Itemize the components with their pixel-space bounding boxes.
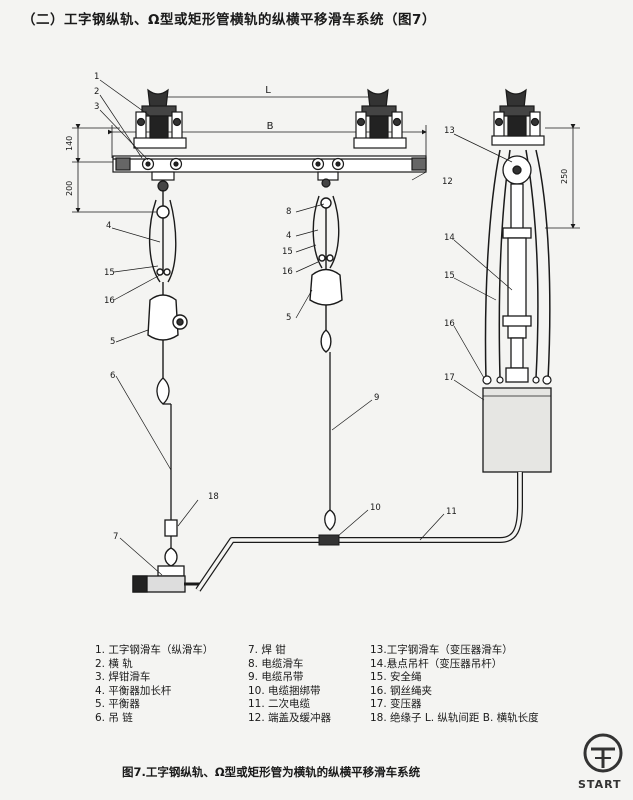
longitudinal-trolley-right	[353, 88, 407, 149]
callout-3: 3	[94, 102, 99, 112]
callout-17: 17	[444, 373, 455, 383]
dimension-200-label: 200	[65, 181, 74, 196]
legend-item: 15. 安全绳	[370, 671, 422, 684]
transformer	[482, 387, 552, 473]
legend-item: 16. 钢丝绳夹	[370, 684, 433, 697]
legend-column-1: 1. 工字钢滑车（纵滑车） 2. 横 轨 3. 焊钳滑车 4. 平衡器加长杆 5…	[95, 644, 213, 726]
secondary-cable	[195, 472, 523, 592]
transformer-trolley	[491, 88, 545, 146]
legend-item: 12. 端盖及缓冲器	[248, 711, 332, 724]
dimension-250-label: 250	[560, 169, 569, 184]
dimension-b-label: B	[267, 121, 274, 132]
cable-trolley	[311, 157, 345, 188]
dimension-200	[72, 158, 160, 213]
callout-15: 15	[104, 268, 115, 278]
callout-16b: 16	[282, 267, 293, 277]
welding-tongs	[132, 565, 200, 593]
legend-item: 11. 二次电缆	[248, 698, 311, 711]
start-logo-text: START	[578, 778, 622, 791]
balancer-middle	[309, 268, 343, 353]
legend-item: 10. 电缆捆绑带	[248, 684, 321, 697]
start-logo-icon	[583, 733, 623, 773]
legend-item: 3. 焊钳滑车	[95, 671, 151, 684]
callout-5b: 5	[286, 313, 291, 323]
figure-caption: 图7.工字钢纵轨、Ω型或矩形管为横轨的纵横平移滑车系统	[122, 765, 421, 779]
balancer-left	[147, 282, 188, 378]
legend-item: 14.悬点吊杆（变压器吊杆）	[370, 657, 503, 670]
callout-7: 7	[113, 532, 118, 542]
callout-18: 18	[208, 492, 219, 502]
callout-5: 5	[110, 337, 115, 347]
leader-lines	[99, 79, 513, 576]
legend-item: 5. 平衡器	[95, 698, 140, 711]
balancer-extension-rod	[148, 190, 177, 283]
legend-item: 8. 电缆滑车	[248, 657, 304, 670]
legend-item: 13.工字钢滑车（变压器滑车）	[370, 644, 513, 656]
cable-sling	[324, 352, 336, 531]
callout-10: 10	[370, 503, 381, 513]
callout-16c: 16	[444, 319, 455, 329]
legend-item: 9. 电缆吊带	[248, 671, 304, 684]
callout-4b: 4	[286, 231, 291, 241]
callout-9: 9	[374, 393, 379, 403]
legend-column-2: 7. 焊 钳 8. 电缆滑车 9. 电缆吊带 10. 电缆捆绑带 11. 二次电…	[248, 644, 331, 726]
callout-11: 11	[446, 507, 457, 517]
chain-left	[156, 377, 172, 520]
callout-13: 13	[444, 126, 455, 136]
callout-4: 4	[106, 221, 111, 231]
callout-16: 16	[104, 296, 115, 306]
callout-8: 8	[286, 207, 291, 217]
insulator-18	[164, 519, 178, 567]
legend-item: 1. 工字钢滑车（纵滑车）	[95, 644, 214, 656]
dimension-140-label: 140	[65, 136, 74, 151]
dimension-l-label: L	[265, 85, 271, 96]
legend-item: 7. 焊 钳	[248, 644, 286, 656]
welding-tong-trolley	[141, 157, 183, 192]
callout-14: 14	[444, 233, 455, 243]
callout-15c: 15	[444, 271, 455, 281]
callout-12: 12	[442, 177, 453, 187]
legend-item: 4. 平衡器加长杆	[95, 684, 172, 697]
rope-clamps	[482, 375, 552, 385]
legend-item: 17. 变压器	[370, 698, 422, 711]
legend-item: 6. 吊 链	[95, 711, 133, 724]
cable-binding-band	[318, 534, 340, 546]
legend-item: 2. 横 轨	[95, 657, 133, 670]
suspension-rod	[502, 155, 532, 383]
page-title: （二）工字钢纵轨、Ω型或矩形管横轨的纵横平移滑车系统（图7）	[22, 12, 436, 28]
cable-hanger	[312, 195, 340, 270]
legend-item: 18. 绝缘子 L. 纵轨间距 B. 横轨长度	[370, 711, 539, 724]
legend-column-3: 13.工字钢滑车（变压器滑车） 14.悬点吊杆（变压器吊杆） 15. 安全绳 1…	[370, 644, 539, 726]
longitudinal-trolley-left	[133, 88, 187, 149]
safety-rope	[484, 149, 551, 381]
callout-15b: 15	[282, 247, 293, 257]
callout-1: 1	[94, 72, 99, 82]
callout-6: 6	[110, 371, 115, 381]
cross-rail	[112, 155, 427, 173]
dimension-250	[545, 124, 580, 229]
callout-2: 2	[94, 87, 99, 97]
